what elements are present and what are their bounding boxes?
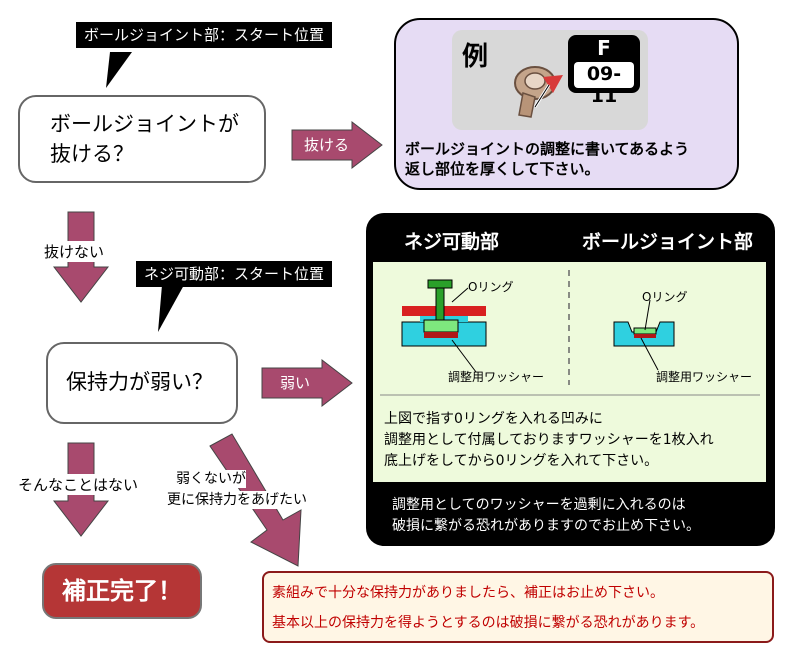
arrow-yowai [261, 358, 353, 408]
question-ball-joint-bubble [18, 95, 266, 183]
badge-letter: F [597, 36, 611, 60]
table-body-line1: 上図で指す0リングを入れる凹みに [384, 411, 603, 427]
ball-joint-part-icon [514, 66, 563, 118]
question-hold-bubble [46, 342, 238, 424]
label-yowakunai-line2: 更に保持力をあげたい [167, 491, 307, 509]
complete-label: 補正完了！ [62, 577, 182, 605]
label-washer-screw: 調整用ワッシャー [448, 370, 545, 384]
caution-note [262, 571, 774, 643]
label-sonna: そんなことはない [16, 474, 141, 495]
badge-code-box [574, 62, 634, 88]
question-ball-joint-line1: ボールジョイントが [50, 112, 239, 136]
label-oring-ball: Oリング [642, 290, 688, 304]
arrow-nukeru [291, 120, 383, 170]
label-nukenai: 抜けない [42, 241, 107, 262]
question-ball-joint-line2: 抜ける？ [50, 142, 134, 166]
table-body-line3: 底上げをしてから0リングを入れて下さい。 [384, 453, 659, 469]
complete-badge [42, 563, 202, 619]
note-line1: 素組みで十分な保持力がありましたら、補正はお止め下さい。 [272, 585, 664, 601]
header-ball: ボールジョイント部 [582, 231, 754, 253]
label-washer-ball: 調整用ワッシャー [656, 370, 753, 384]
badge-code: 09-11 [586, 63, 622, 107]
note-line2: 基本以上の保持力を得ようとするのは破損に繋がる恐れがあります。 [272, 615, 705, 631]
example-text-line2: 返し部位を厚くして下さい。 [405, 160, 600, 178]
warning-line2: 破損に繋がる恐れがありますのでお止め下さい。 [392, 518, 700, 534]
label-oring-screw: Oリング [468, 280, 514, 294]
warning-line1: 調整用としてのワッシャーを過剰に入れるのは [392, 497, 686, 513]
start-callout-ball: ボールジョイント部：スタート位置 [76, 22, 333, 48]
question-hold: 保持力が弱い？ [66, 370, 213, 394]
header-screw: ネジ可動部 [404, 231, 500, 253]
example-text-line1: ボールジョイントの調整に書いてあるよう [405, 140, 690, 158]
table-body-line2: 調整用として付属しておりますワッシャーを1枚入れ [384, 432, 714, 448]
arrow-yowai-label: 弱い [280, 374, 311, 392]
example-label: 例 [462, 42, 489, 72]
start-callout-screw: ネジ可動部：スタート位置 [136, 261, 333, 287]
label-yowakunai-line1: 弱くないが [176, 470, 246, 488]
arrow-nukeru-label: 抜ける [304, 136, 350, 154]
